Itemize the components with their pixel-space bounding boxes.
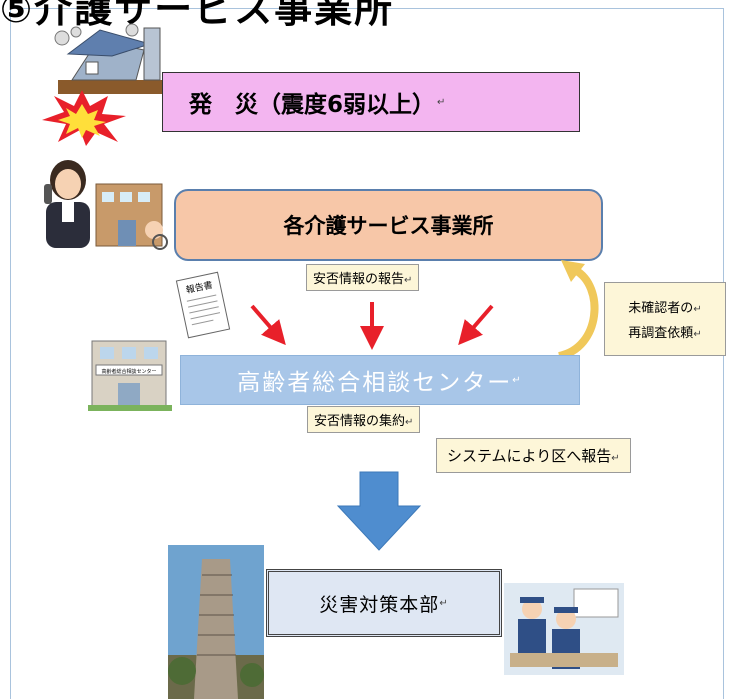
page-title: ⑤介護サービス事業所 <box>0 0 395 31</box>
down-arrow-icon <box>336 471 422 551</box>
disaster-label: 発 災（震度6弱以上） <box>189 92 436 118</box>
care-facility-icon <box>95 183 168 250</box>
system-report-label: システムにより区へ報告↵ <box>436 438 631 473</box>
request-line-2-text: 再調査依頼 <box>628 326 694 341</box>
request-line-2: 再調査依頼↵ <box>628 322 701 341</box>
center-building-icon: 高齢者総合相談センター <box>88 340 172 411</box>
return-mark: ↵ <box>439 597 449 609</box>
emergency-staff-icon <box>504 583 624 675</box>
system-label-text: システムにより区へ報告 <box>447 447 612 465</box>
reinvestigation-request-box: 未確認者の↵ 再調査依頼↵ <box>604 282 726 356</box>
request-line-1-text: 未確認者の <box>628 301 694 316</box>
return-mark: ↵ <box>611 453 620 464</box>
hq-box: 災害対策本部↵ <box>266 569 502 637</box>
hq-label: 災害対策本部 <box>319 593 440 616</box>
center-building-sign: 高齢者総合相談センター <box>101 368 156 375</box>
return-mark: ↵ <box>404 275 413 286</box>
report-label: 安否情報の報告↵ <box>306 264 420 291</box>
office-box: 各介護サービス事業所 <box>174 189 603 261</box>
reinvestigation-arrow <box>557 260 599 360</box>
red-arrow-right <box>458 304 494 346</box>
center-box: 高齢者総合相談センター↵ <box>180 355 580 405</box>
return-mark: ↵ <box>405 417 414 428</box>
phone-operator-icon <box>44 160 90 248</box>
request-line-1: 未確認者の↵ <box>628 297 701 316</box>
collection-label-text: 安否情報の集約 <box>314 414 406 429</box>
report-label-text: 安否情報の報告 <box>313 272 405 287</box>
collection-label: 安否情報の集約↵ <box>307 406 421 433</box>
red-arrow-left <box>250 304 286 346</box>
report-document-icon: 報告書 <box>175 271 231 339</box>
disaster-box: 発 災（震度6弱以上） ↵ <box>162 72 580 132</box>
return-mark: ↵ <box>693 304 702 315</box>
return-mark: ↵ <box>693 329 702 340</box>
report-arrows <box>250 302 494 350</box>
return-mark: ↵ <box>512 374 523 386</box>
return-mark: ↵ <box>437 96 446 108</box>
center-label: 高齢者総合相談センター <box>237 370 513 396</box>
explosion-icon <box>42 90 126 146</box>
collapsed-house-icon <box>54 23 170 94</box>
tower-building-icon <box>168 545 264 699</box>
